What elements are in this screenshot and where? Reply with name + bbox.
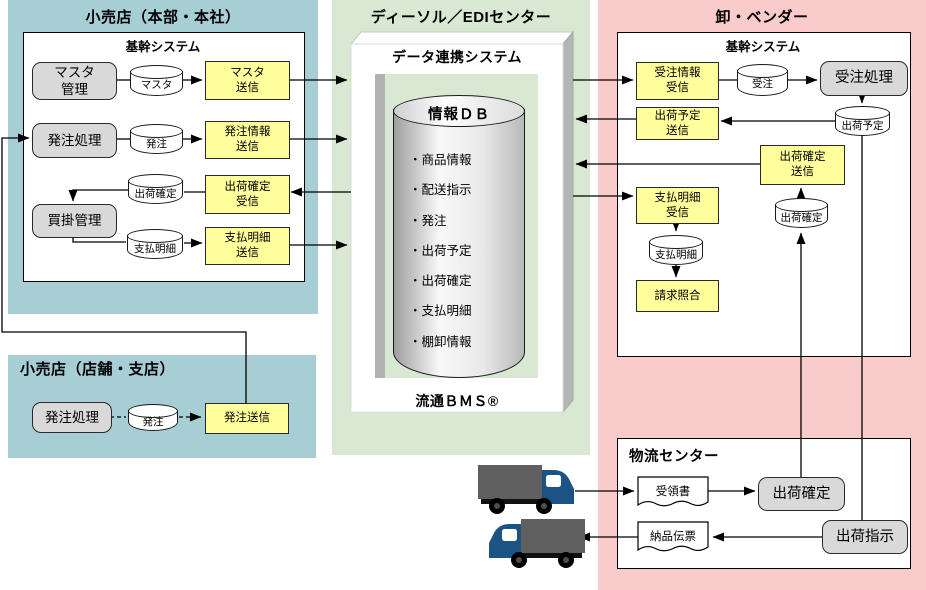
order-db-hq-cylinder: 発注	[130, 124, 183, 154]
retail-hq-core-label: 基幹システム	[125, 40, 201, 54]
retail-hq-title: 小売店（本部・本社）	[85, 9, 241, 26]
document-shapes	[637, 476, 709, 552]
info-db-body	[393, 109, 525, 378]
retail-branch-title: 小売店（店舗・支店）	[20, 361, 176, 378]
info-db-cylinder: 情報ＤＢ ・商品情報 ・配送指示 ・発注 ・出荷予定 ・出荷確定 ・支払明細 ・…	[393, 95, 525, 378]
ship-confirm-send-box: 出荷確定 送信	[760, 145, 845, 185]
ship-plan-send-box: 出荷予定 送信	[636, 107, 719, 140]
payment-recv-box: 支払明細 受信	[636, 187, 719, 224]
info-db-title: 情報ＤＢ	[428, 107, 490, 123]
info-db-items: ・商品情報 ・配送指示 ・発注 ・出荷予定 ・出荷確定 ・支払明細 ・棚卸情報	[409, 145, 472, 357]
invoice-match-box: 請求照合	[636, 280, 719, 312]
db-item: ・棚卸情報	[409, 334, 472, 349]
data-link-system-label: データ連携システム	[391, 49, 523, 65]
order-proc-branch-box: 発注処理	[32, 402, 112, 433]
ship-confirm-recv-box: 出荷確定 受信	[205, 175, 290, 214]
order-send-box: 発注送信	[205, 403, 289, 434]
order-proc-hq-box: 発注処理	[32, 123, 117, 158]
payment-db-vendor-cylinder: 支払明細	[649, 235, 703, 265]
ship-confirm-db-hq-cylinder: 出荷確定	[128, 174, 183, 204]
order-info-recv-box: 受注情報 受信	[636, 62, 719, 100]
ship-plan-db-cylinder: 出荷予定	[835, 106, 890, 136]
order-proc-vendor-box: 受注処理	[820, 61, 908, 96]
order-db-vendor-cylinder: 受注	[737, 64, 788, 96]
ryutsu-bms-label: 流通ＢＭＳ®	[415, 393, 499, 409]
db-item: ・出荷確定	[409, 274, 472, 289]
master-mgmt-box: マスタ 管理	[32, 62, 117, 100]
truck-left-icon	[489, 519, 585, 568]
edi-center-title: ディーソル／EDIセンター	[370, 9, 552, 26]
payment-db-hq-cylinder: 支払明細	[127, 229, 183, 259]
master-send-box: マスタ 送信	[205, 61, 290, 100]
db-item: ・発注	[409, 213, 447, 228]
payment-send-box: 支払明細 送信	[205, 227, 290, 265]
vendor-title: 卸・ベンダー	[715, 9, 809, 26]
delivery-slip-doc-label: 納品伝票	[650, 531, 696, 543]
master-db-cylinder: マスタ	[130, 65, 183, 96]
logistics-title: 物流センター	[629, 449, 719, 465]
payable-mgmt-box: 買掛管理	[32, 204, 117, 238]
ship-confirm-logistics-box: 出荷確定	[758, 477, 845, 511]
vendor-core-label: 基幹システム	[725, 40, 801, 54]
ship-instruction-box: 出荷指示	[822, 520, 908, 554]
db-item: ・出荷予定	[409, 243, 472, 258]
db-item: ・配送指示	[409, 183, 472, 198]
ship-confirm-db-vendor-cylinder: 出荷確定	[775, 198, 828, 228]
truck-right-icon	[478, 465, 574, 514]
order-db-branch-cylinder: 発注	[128, 404, 178, 431]
order-info-send-box: 発注情報 送信	[205, 121, 290, 159]
receipt-doc-label: 受領書	[655, 486, 691, 498]
db-item: ・支払明細	[409, 304, 472, 319]
info-db-top	[393, 95, 525, 127]
db-item: ・商品情報	[409, 153, 472, 167]
